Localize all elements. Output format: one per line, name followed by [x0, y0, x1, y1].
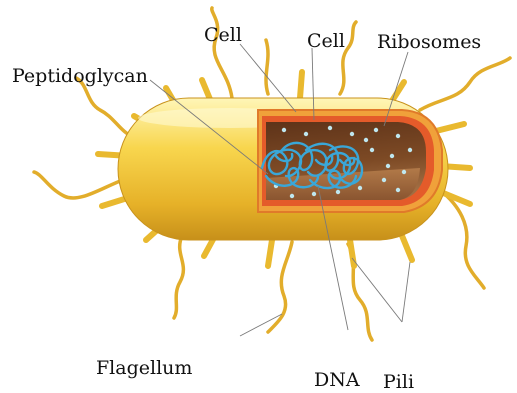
label-flagellum: Flagellum: [96, 359, 192, 378]
ribosome: [336, 190, 340, 194]
flagellum-strand: [440, 190, 484, 288]
ribosome: [350, 132, 354, 136]
label-pili: Pili: [383, 373, 414, 392]
ribosome: [370, 148, 374, 152]
ribosome: [408, 148, 412, 152]
label-dna: DNA: [314, 371, 360, 390]
flagellum-strand: [212, 8, 232, 98]
flagellum-strand: [420, 58, 510, 110]
label-cell-wall: Cell: [204, 26, 242, 45]
ribosome: [396, 188, 400, 192]
ribosome: [390, 154, 394, 158]
flagellum-strand: [266, 40, 268, 94]
label-cell-membrane: Cell: [307, 32, 345, 51]
ribosome: [396, 134, 400, 138]
label-peptidoglycan: Peptidoglycan: [12, 67, 148, 86]
ribosome: [382, 178, 386, 182]
ribosome: [386, 164, 390, 168]
ribosome: [312, 192, 316, 196]
ribosome: [364, 138, 368, 142]
ribosome: [304, 132, 308, 136]
ribosome: [328, 126, 332, 130]
flagellum-strand: [34, 172, 128, 198]
label-ribosomes: Ribosomes: [377, 33, 481, 52]
leader-pili-a: [352, 258, 402, 322]
flagellum-strand: [174, 236, 183, 318]
ribosome: [358, 186, 362, 190]
ribosome: [282, 128, 286, 132]
pilus: [300, 72, 302, 98]
pilus: [350, 240, 354, 266]
ribosome: [374, 128, 378, 132]
pilus: [268, 240, 272, 266]
leader-pili-b: [402, 262, 410, 322]
ribosome: [402, 170, 406, 174]
ribosome: [290, 194, 294, 198]
